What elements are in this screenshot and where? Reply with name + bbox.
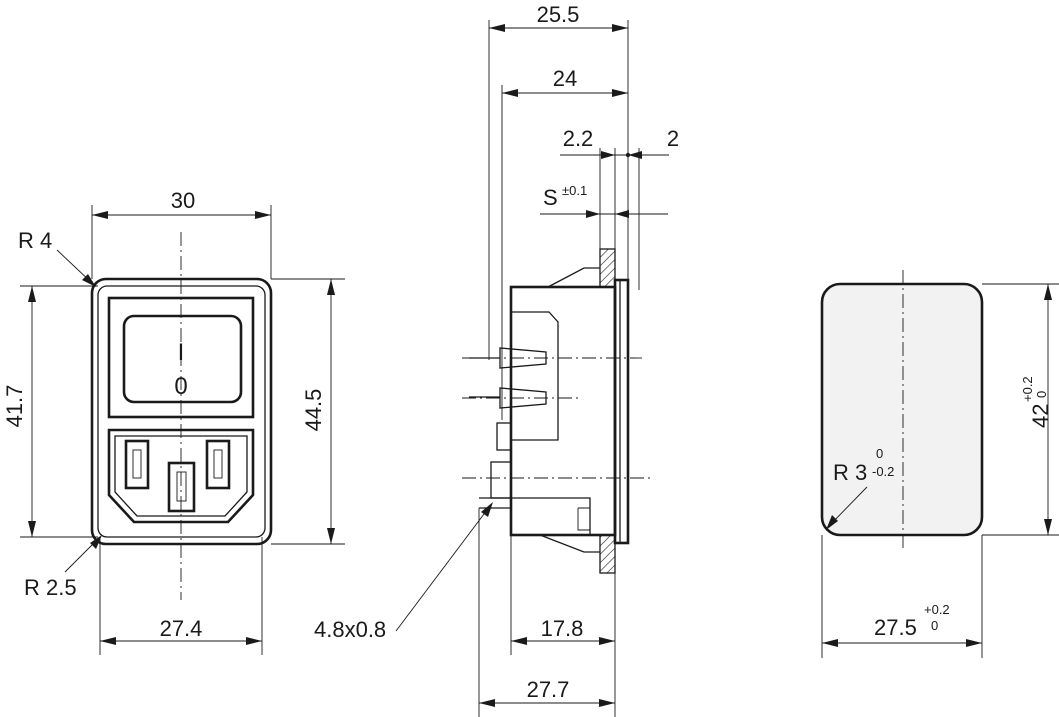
dim-cutout-radius-tol-upper: 0 [876, 446, 883, 461]
dim-radius-outer: R 4 [18, 228, 96, 287]
iec-socket-inner [114, 435, 248, 517]
mounting-panel-top [599, 248, 616, 288]
dim-cutout-height: 42 +0.2 0 [982, 283, 1059, 536]
dim-cutout-height-tol-upper: +0.2 [1020, 376, 1035, 402]
dim-depth-terminal-label: 27.7 [527, 677, 570, 702]
dim-width-bottom-label: 27.4 [160, 616, 203, 641]
dim-depth-total: 25.5 [489, 2, 628, 32]
dim-height-inner-label: 44.5 [301, 389, 326, 432]
dim-height-outer: 41.7 [2, 285, 98, 538]
front-flange [613, 278, 630, 545]
snap-latch-bottom [539, 534, 600, 553]
side-housing-body [509, 285, 617, 537]
dim-cutout-width-tol-upper: +0.2 [924, 602, 950, 617]
front-housing-inner [97, 285, 266, 538]
dim-panel-thickness-tol: ±0.1 [562, 183, 587, 198]
iec-socket-outline [107, 428, 255, 524]
dim-cutout-width-label: 27.5 [874, 615, 917, 640]
dim-radius-inner-label: R 2.5 [24, 575, 77, 600]
side-view: 25.5 24 2.2 2 S ±0.1 4.8x0.8 [314, 2, 679, 717]
dim-depth-lower-label: 17.8 [541, 616, 584, 641]
dim-height-inner: 44.5 [271, 278, 345, 545]
dim-cutout-width: 27.5 +0.2 0 [821, 535, 983, 658]
panel-cutout [820, 282, 984, 537]
front-view: I 0 30 R 4 [2, 188, 345, 655]
dim-flange-right-label: 2 [667, 126, 679, 151]
dim-panel-thickness-label: S [543, 185, 558, 210]
dim-terminal-size-label: 4.8x0.8 [314, 617, 386, 642]
dim-depth-body: 24 [502, 66, 628, 97]
snap-latch-top [547, 267, 600, 288]
terminal-earth [490, 461, 512, 499]
dim-cutout-radius: R 3 0 -0.2 [826, 446, 894, 530]
mounting-panel-bottom [599, 534, 616, 574]
switch-body [511, 311, 559, 441]
dim-depth-terminal: 27.7 [478, 508, 615, 717]
dim-cutout-height-tol-lower: 0 [1034, 391, 1049, 398]
dim-flange: 2.2 2 [560, 126, 679, 159]
rocker-switch [122, 314, 243, 404]
cutout-view: 42 +0.2 0 R 3 0 -0.2 27.5 +0.2 0 [820, 270, 1059, 658]
dim-radius-outer-label: R 4 [18, 228, 52, 253]
socket-body-lower [511, 497, 591, 535]
dim-depth-lower: 17.8 [510, 535, 616, 717]
dim-width-top: 30 [91, 188, 272, 279]
dim-width-top-label: 30 [171, 188, 195, 213]
dim-radius-inner: R 2.5 [24, 535, 102, 600]
dim-depth-total-label: 25.5 [537, 2, 580, 27]
dim-flange-left-label: 2.2 [563, 126, 594, 151]
dim-width-bottom: 27.4 [99, 537, 263, 655]
dim-cutout-radius-label: R 3 [833, 460, 867, 485]
terminal-tab [479, 497, 512, 509]
dim-terminal-size: 4.8x0.8 [314, 502, 493, 642]
front-housing-outer [90, 277, 273, 546]
terminal-block [496, 422, 512, 451]
socket-pin-left [124, 439, 150, 490]
dim-cutout-radius-tol-lower: -0.2 [872, 464, 894, 479]
dim-panel-thickness: S ±0.1 [540, 183, 668, 218]
dim-cutout-width-tol-lower: 0 [931, 618, 938, 633]
socket-pin-earth [167, 461, 196, 513]
dim-cutout-height-label: 42 [1028, 404, 1053, 428]
dim-depth-body-label: 24 [553, 66, 577, 91]
dim-height-outer-label: 41.7 [2, 385, 27, 428]
terminal-lower [469, 387, 547, 409]
socket-pin-right [205, 439, 231, 490]
